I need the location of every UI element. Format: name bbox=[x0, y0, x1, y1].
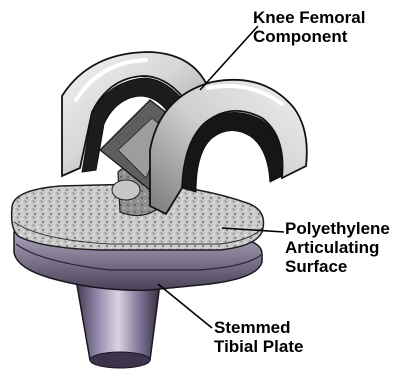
polyethylene-surface-label: Polyethylene Articulating Surface bbox=[285, 219, 390, 276]
tibial-label-line-1: Stemmed bbox=[214, 318, 303, 337]
poly-label-line-3: Surface bbox=[285, 257, 390, 276]
poly-label-line-2: Articulating bbox=[285, 238, 390, 257]
femoral-component-label: Knee Femoral Component bbox=[253, 8, 365, 46]
leader-tibial bbox=[158, 284, 212, 328]
tibial-plate-label: Stemmed Tibial Plate bbox=[214, 318, 303, 356]
tibial-label-line-2: Tibial Plate bbox=[214, 337, 303, 356]
poly-label-line-1: Polyethylene bbox=[285, 219, 390, 238]
femoral-label-line-2: Component bbox=[253, 27, 365, 46]
femoral-label-line-1: Knee Femoral bbox=[253, 8, 365, 27]
